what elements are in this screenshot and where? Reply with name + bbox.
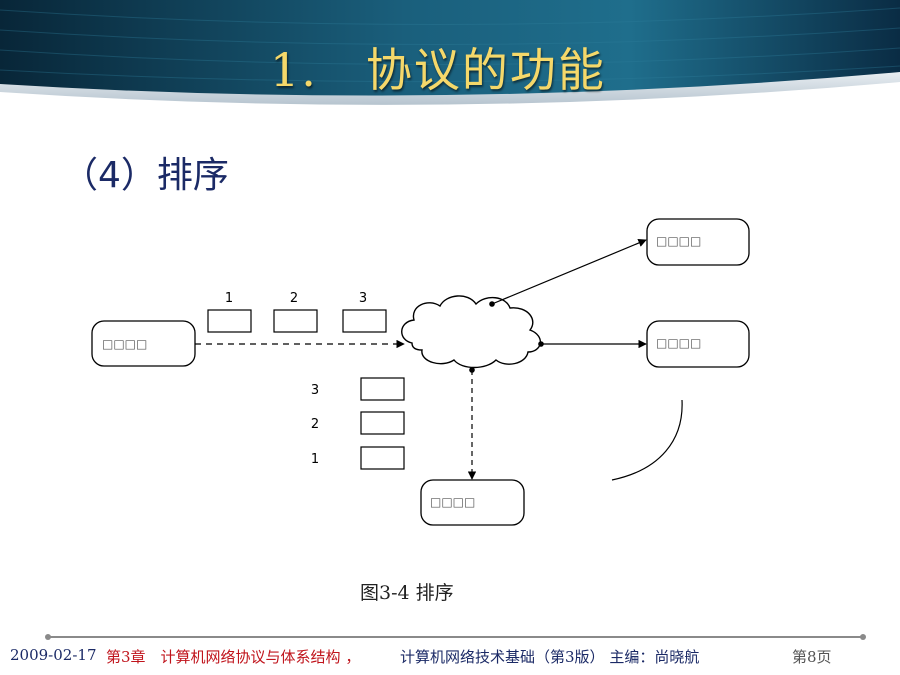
- received-packet: [360, 377, 405, 401]
- received-packet: [360, 446, 405, 470]
- receiver-node-bottom: □□□□: [420, 479, 525, 526]
- sender-node: □□□□: [91, 320, 196, 367]
- network-cloud-icon: [401, 295, 541, 369]
- received-packet-number: 3: [311, 383, 319, 398]
- diagram-canvas: □□□□ □□□□ □□□□ □□□□: [91, 218, 750, 526]
- receiver-node-right: □□□□: [646, 320, 750, 368]
- link-dot-bottom: [469, 367, 475, 373]
- link-cloud-to-top: [491, 239, 647, 305]
- receiver-node-top: □□□□: [646, 218, 750, 266]
- sent-packet: [273, 309, 318, 333]
- slide-title: 1. 协议的功能: [270, 43, 606, 97]
- footer-divider: [45, 634, 866, 640]
- footer-date: 2009-02-17: [10, 646, 97, 664]
- divider-dot-right: [860, 634, 866, 640]
- sequencing-diagram: □□□□ □□□□ □□□□ □□□□: [0, 200, 900, 560]
- receiver-label-bottom: □□□□: [430, 495, 475, 509]
- slide-footer: 2009-02-17 第3章 计算机网络协议与体系结构 ， 计算机网络技术基础（…: [0, 642, 900, 672]
- banner-background: [0, 0, 900, 120]
- footer-page-number: 第8页: [792, 648, 832, 666]
- received-packet-number: 1: [311, 452, 319, 467]
- received-packet-sequence: 3 2 1: [311, 377, 405, 470]
- figure-caption: 图3-4 排序: [360, 582, 454, 604]
- receiver-label-top: □□□□: [656, 234, 701, 248]
- received-packet-number: 2: [311, 417, 319, 432]
- receiver-label-right: □□□□: [656, 336, 701, 350]
- divider-dot-left: [45, 634, 51, 640]
- link-dot-top: [489, 301, 495, 307]
- slide-subtitle: （4）排序: [62, 155, 229, 196]
- decorative-arc: [611, 399, 683, 481]
- link-dot-right: [538, 341, 544, 347]
- sender-label: □□□□: [102, 337, 147, 351]
- sent-packet-sequence: 1 2 3: [207, 291, 387, 333]
- header-banner: 1. 协议的功能: [0, 0, 900, 120]
- footer-chapter: 第3章 计算机网络协议与体系结构 ，: [106, 648, 361, 666]
- sent-packet-number: 1: [225, 291, 233, 306]
- sent-packet-number: 2: [290, 291, 298, 306]
- footer-book: 计算机网络技术基础（第3版） 主编：尚晓航: [400, 648, 700, 666]
- sent-packet: [207, 309, 252, 333]
- sent-packet-number: 3: [359, 291, 367, 306]
- received-packet: [360, 411, 405, 435]
- sent-packet: [342, 309, 387, 333]
